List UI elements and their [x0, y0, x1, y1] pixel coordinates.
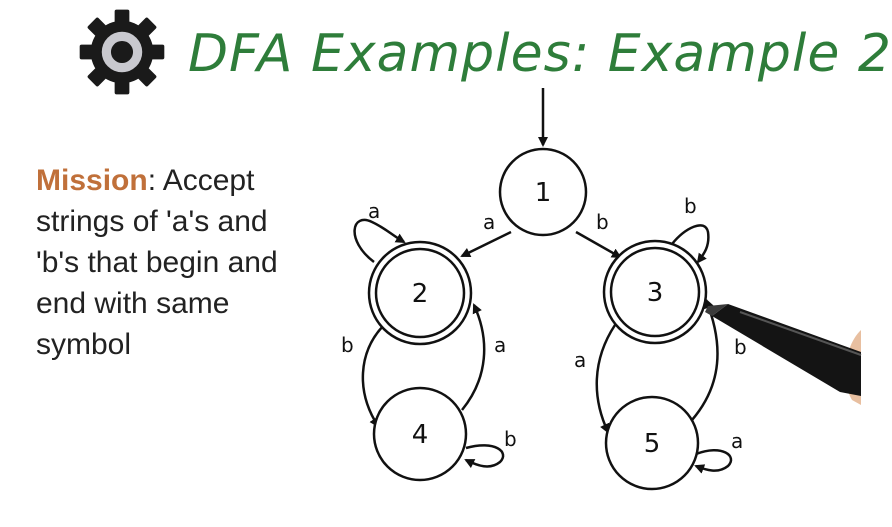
mission-description: : Accept strings of 'a's and 'b's that b… [36, 164, 278, 361]
state-label-2: 2 [412, 279, 429, 309]
state-label-3: 3 [647, 278, 664, 308]
edge-label-2-2: a [368, 199, 380, 223]
state-label-5: 5 [644, 429, 661, 459]
edge-1-3 [575, 230, 622, 259]
state-1: 1 [498, 147, 588, 237]
dfa-diagram: a b a b a b b a b a 1 [341, 88, 862, 491]
edge-label-1-3: b [596, 210, 609, 234]
edge-label-4-4: b [504, 427, 517, 451]
edge-1-2 [460, 230, 512, 258]
state-4: 4 [372, 386, 468, 482]
state-2: 2 [367, 240, 473, 346]
edge-2-2 [353, 218, 406, 263]
edge-label-5-5: a [731, 429, 743, 453]
page-title: DFA Examples: Example 2 [188, 24, 892, 84]
gear-icon [79, 9, 165, 95]
edge-2-4 [361, 324, 385, 428]
marker-pen-icon [705, 304, 862, 405]
edge-label-2-4: b [341, 333, 354, 357]
edge-4-4 [464, 444, 505, 469]
state-label-4: 4 [412, 420, 429, 450]
mission-label: Mission [36, 164, 148, 197]
edge-label-3-3: b [684, 194, 697, 218]
slide: DFA Examples: Example 2 Mission: Accept … [36, 9, 891, 491]
state-3: 3 [602, 239, 708, 345]
edge-3-3 [671, 224, 710, 264]
state-5: 5 [604, 395, 700, 491]
edge-5-5 [694, 449, 733, 474]
edge-label-3-5: a [574, 348, 586, 372]
edge-label-4-2: a [494, 333, 506, 357]
edge-3-5 [595, 324, 617, 434]
edge-4-2 [461, 303, 486, 411]
mission-text: Mission: Accept strings of 'a's and 'b's… [36, 160, 296, 365]
edge-label-5-3: b [734, 335, 747, 359]
edge-label-1-2: a [483, 210, 495, 234]
state-label-1: 1 [535, 178, 552, 208]
